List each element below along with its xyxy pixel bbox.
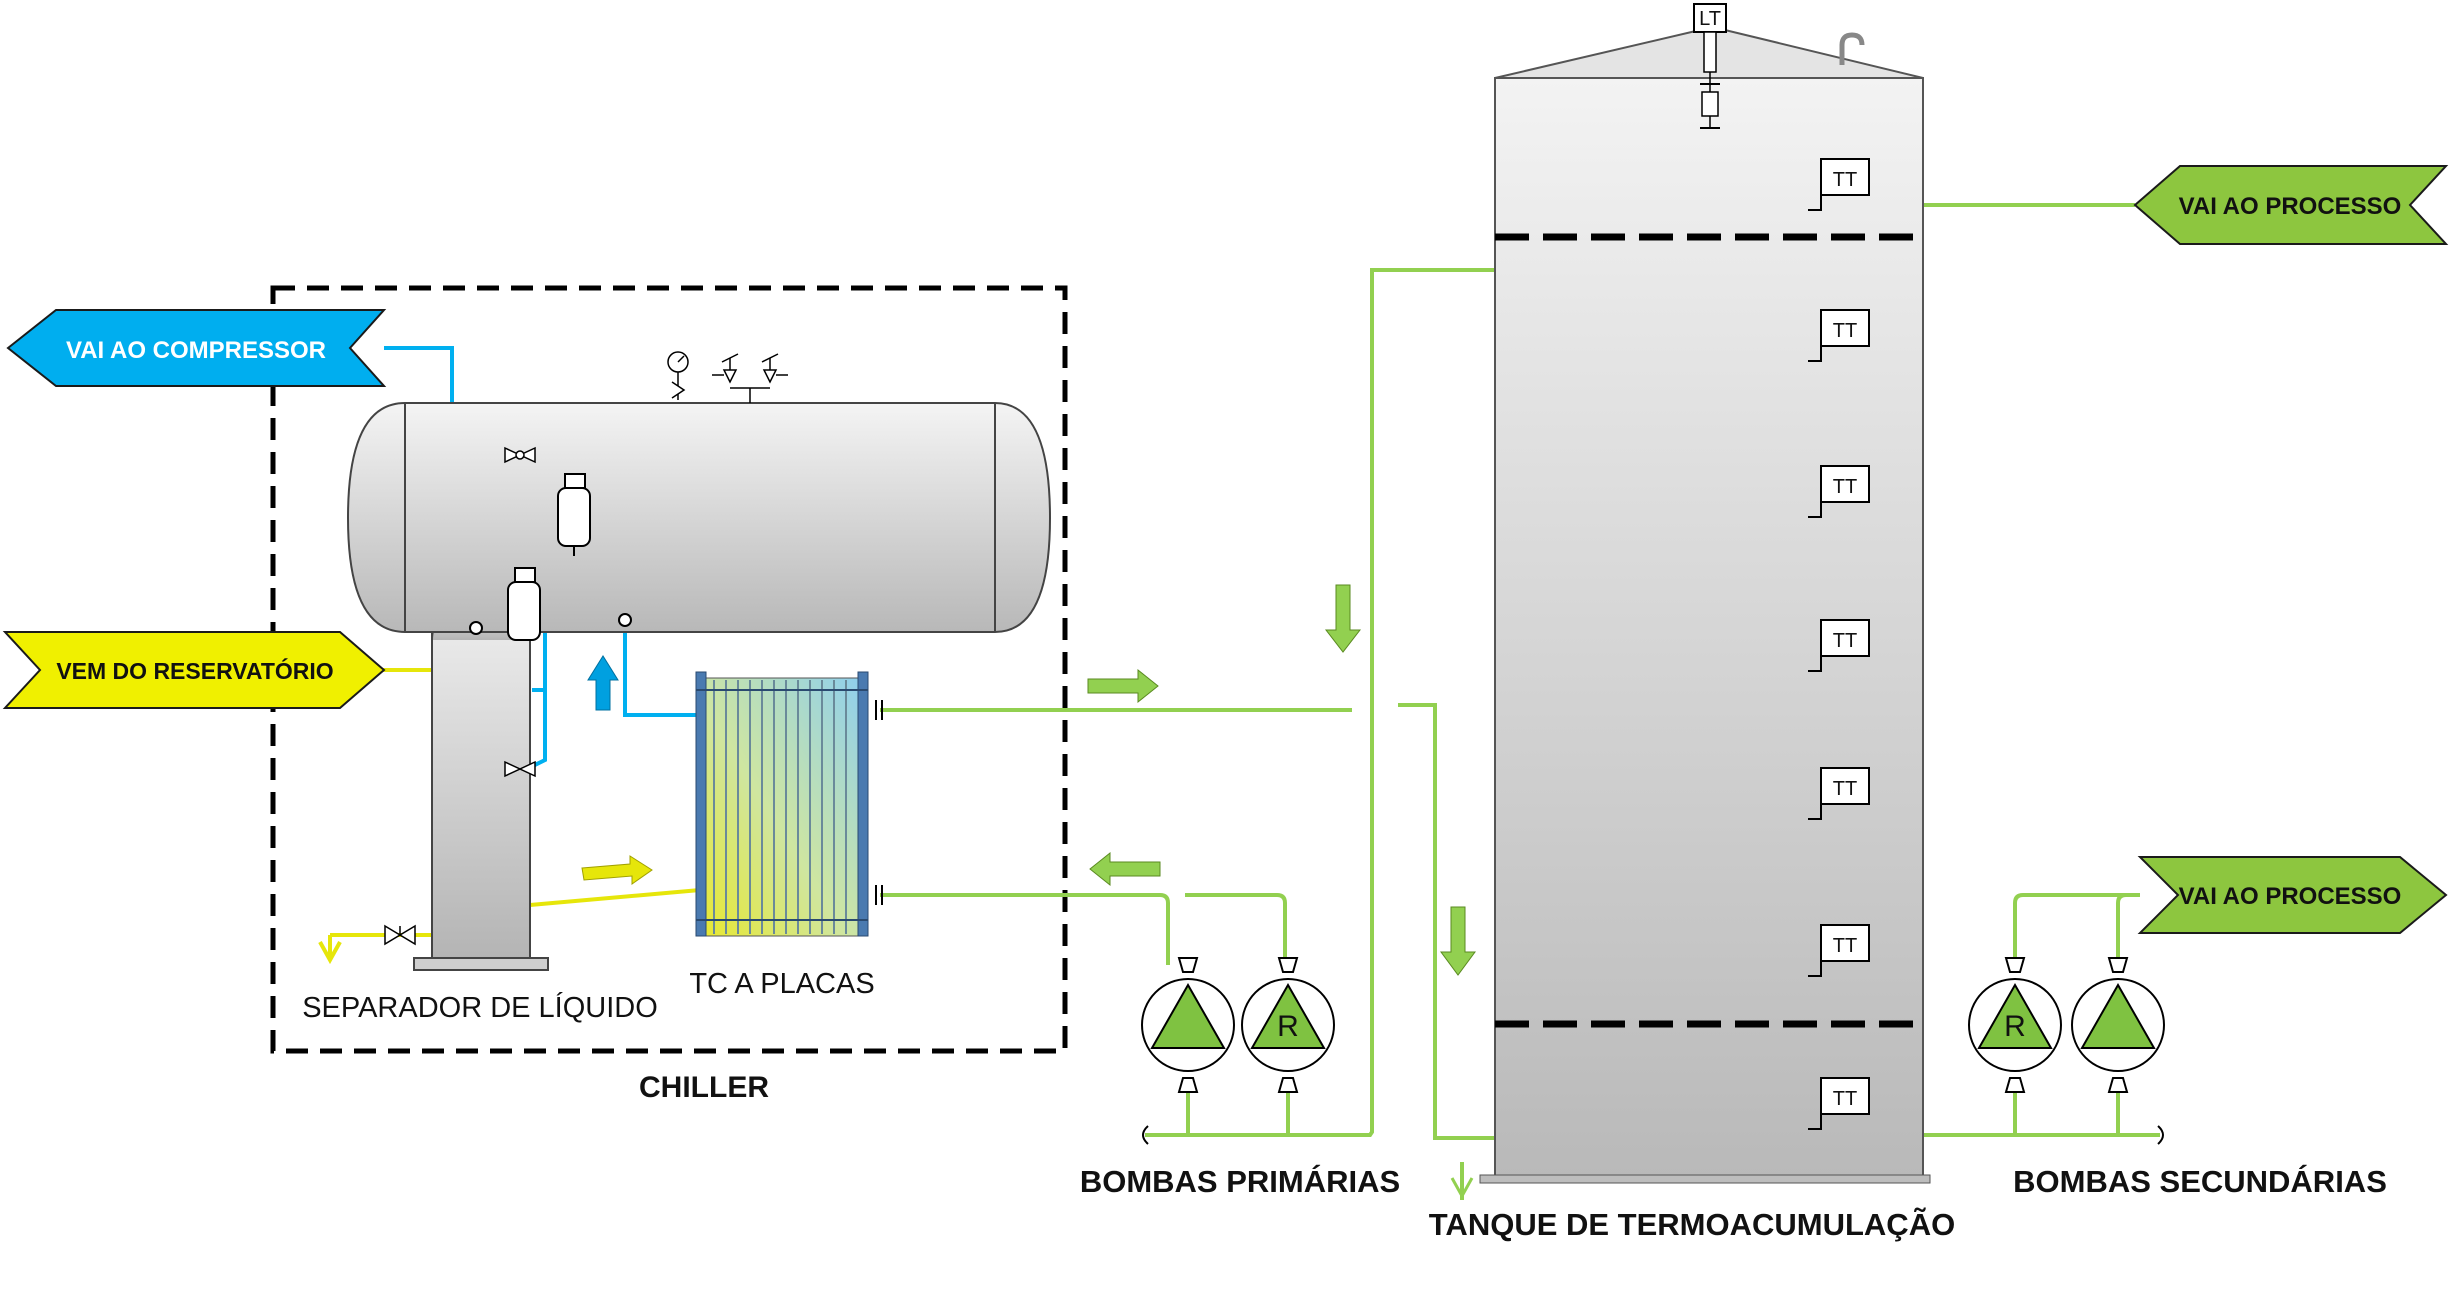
valve-lower (504, 760, 536, 778)
svg-text:TT: TT (1833, 935, 1857, 957)
svg-text:VAI AO COMPRESSOR: VAI AO COMPRESSOR (66, 337, 326, 364)
pressure-gauge (667, 351, 689, 400)
svg-text:TT: TT (1833, 778, 1857, 800)
pump-secondary-reserve: R (1968, 957, 2062, 1093)
pump-primary-reserve: R (1241, 957, 1335, 1093)
safety-valves (712, 353, 788, 403)
tt-3: TT (1808, 465, 1870, 518)
arrow-vai-ao-processo-bottom: VAI AO PROCESSO (2137, 856, 2448, 934)
tt-4: TT (1808, 619, 1870, 672)
svg-text:VAI AO PROCESSO: VAI AO PROCESSO (2179, 883, 2402, 910)
label-tanque: TANQUE DE TERMOACUMULAÇÃO (1429, 1207, 1955, 1242)
label-chiller: CHILLER (639, 1071, 769, 1104)
pump-secondary-2 (2071, 957, 2165, 1093)
svg-text:VAI AO PROCESSO: VAI AO PROCESSO (2179, 193, 2402, 220)
level-transmitter-tag: LT (1699, 8, 1721, 30)
tt-7: TT (1808, 1077, 1870, 1130)
pipe-caps (875, 700, 2164, 1145)
flow-arrow-down-2 (1440, 906, 1476, 976)
tt-6: TT (1808, 924, 1870, 977)
svg-text:TT: TT (1833, 169, 1857, 191)
flow-arrow-yellow-right (581, 855, 653, 885)
pump-primary-1 (1141, 957, 1235, 1093)
label-separador: SEPARADOR DE LÍQUIDO (302, 991, 658, 1024)
water-lines (880, 203, 2160, 1200)
label-bombas-secundarias: BOMBAS SECUNDÁRIAS (2013, 1164, 2387, 1199)
arrow-vem-do-reservatorio: VEM DO RESERVATÓRIO (2, 631, 386, 709)
drain-valve (384, 924, 416, 946)
arrow-vai-ao-processo-top: VAI AO PROCESSO (2133, 165, 2449, 245)
svg-text:TT: TT (1833, 320, 1857, 342)
flow-arrow-right (1087, 668, 1159, 704)
drain-funnel (1450, 1177, 1474, 1200)
temperature-transmitters: TT TT TT TT TT TT TT (1808, 158, 1870, 1130)
level-switch-upper (557, 473, 591, 556)
flow-arrow-down-1 (1324, 584, 1362, 653)
valve-upper (504, 446, 536, 464)
tt-1: TT (1808, 158, 1870, 211)
tt-5: TT (1808, 767, 1870, 820)
tt-2: TT (1808, 309, 1870, 362)
arrow-vai-ao-compressor: VAI AO COMPRESSOR (6, 309, 387, 387)
svg-text:TT: TT (1833, 1088, 1857, 1110)
label-bombas-primarias: BOMBAS PRIMÁRIAS (1080, 1164, 1400, 1199)
pump-reserve-mark: R (1277, 1010, 1299, 1043)
flow-arrow-blue-up (587, 655, 619, 711)
flow-arrow-left (1089, 851, 1161, 887)
plate-heat-exchanger (695, 671, 869, 937)
label-tc-placas: TC A PLACAS (689, 968, 874, 1000)
svg-text:TT: TT (1833, 630, 1857, 652)
level-switch-lower (507, 567, 541, 641)
svg-text:VEM DO RESERVATÓRIO: VEM DO RESERVATÓRIO (56, 657, 333, 684)
pump-reserve-mark-2: R (2004, 1010, 2026, 1043)
svg-text:TT: TT (1833, 476, 1857, 498)
